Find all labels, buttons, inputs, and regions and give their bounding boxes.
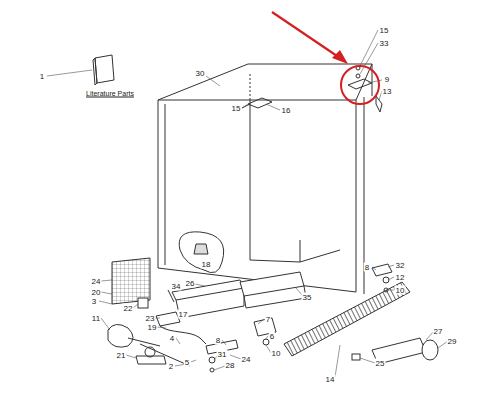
callout-number: 12 — [395, 273, 406, 282]
callout-number: 21 — [116, 351, 127, 360]
callout-number: 31 — [217, 350, 228, 359]
callout-number: 10 — [271, 349, 282, 358]
callout-number: 22 — [123, 304, 134, 313]
callout-number: 8 — [215, 336, 221, 345]
callout-number: 17 — [178, 310, 189, 319]
callout-number: 10 — [395, 286, 406, 295]
highlight — [272, 12, 379, 104]
callout-number: 27 — [433, 327, 444, 336]
callout-number: 15 — [231, 104, 242, 113]
section-title: Literature Parts — [85, 89, 135, 98]
callout-number: 32 — [395, 261, 406, 270]
callout-number: 24 — [91, 277, 102, 286]
callout-number: 1 — [39, 72, 45, 81]
callout-number: 4 — [169, 334, 175, 343]
callout-number: 33 — [379, 39, 390, 48]
callout-number: 24 — [241, 355, 252, 364]
callout-number: 25 — [375, 359, 386, 368]
callout-number: 19 — [147, 323, 158, 332]
callout-number: 3 — [91, 297, 97, 306]
leader-lines — [47, 30, 448, 377]
callout-number: 8 — [364, 263, 370, 272]
callout-number: 26 — [185, 279, 196, 288]
callout-number: 6 — [269, 332, 275, 341]
cabinet — [93, 55, 438, 372]
callout-number: 14 — [325, 375, 336, 384]
callout-number: 18 — [201, 260, 212, 269]
callout-number: 13 — [382, 87, 393, 96]
callout-number: 34 — [171, 282, 182, 291]
callout-number: 16 — [281, 106, 292, 115]
callout-number: 11 — [91, 314, 101, 323]
callout-number: 29 — [447, 337, 458, 346]
callout-number: 5 — [184, 358, 190, 367]
callout-number: 15 — [379, 26, 390, 35]
callout-number: 28 — [225, 361, 236, 370]
callout-number: 2 — [168, 362, 174, 371]
callout-number: 20 — [91, 288, 102, 297]
callout-number: 7 — [265, 315, 271, 324]
callout-number: 9 — [384, 75, 390, 84]
callout-number: 23 — [145, 314, 156, 323]
callout-number: 30 — [195, 69, 206, 78]
callout-number: 35 — [302, 293, 313, 302]
